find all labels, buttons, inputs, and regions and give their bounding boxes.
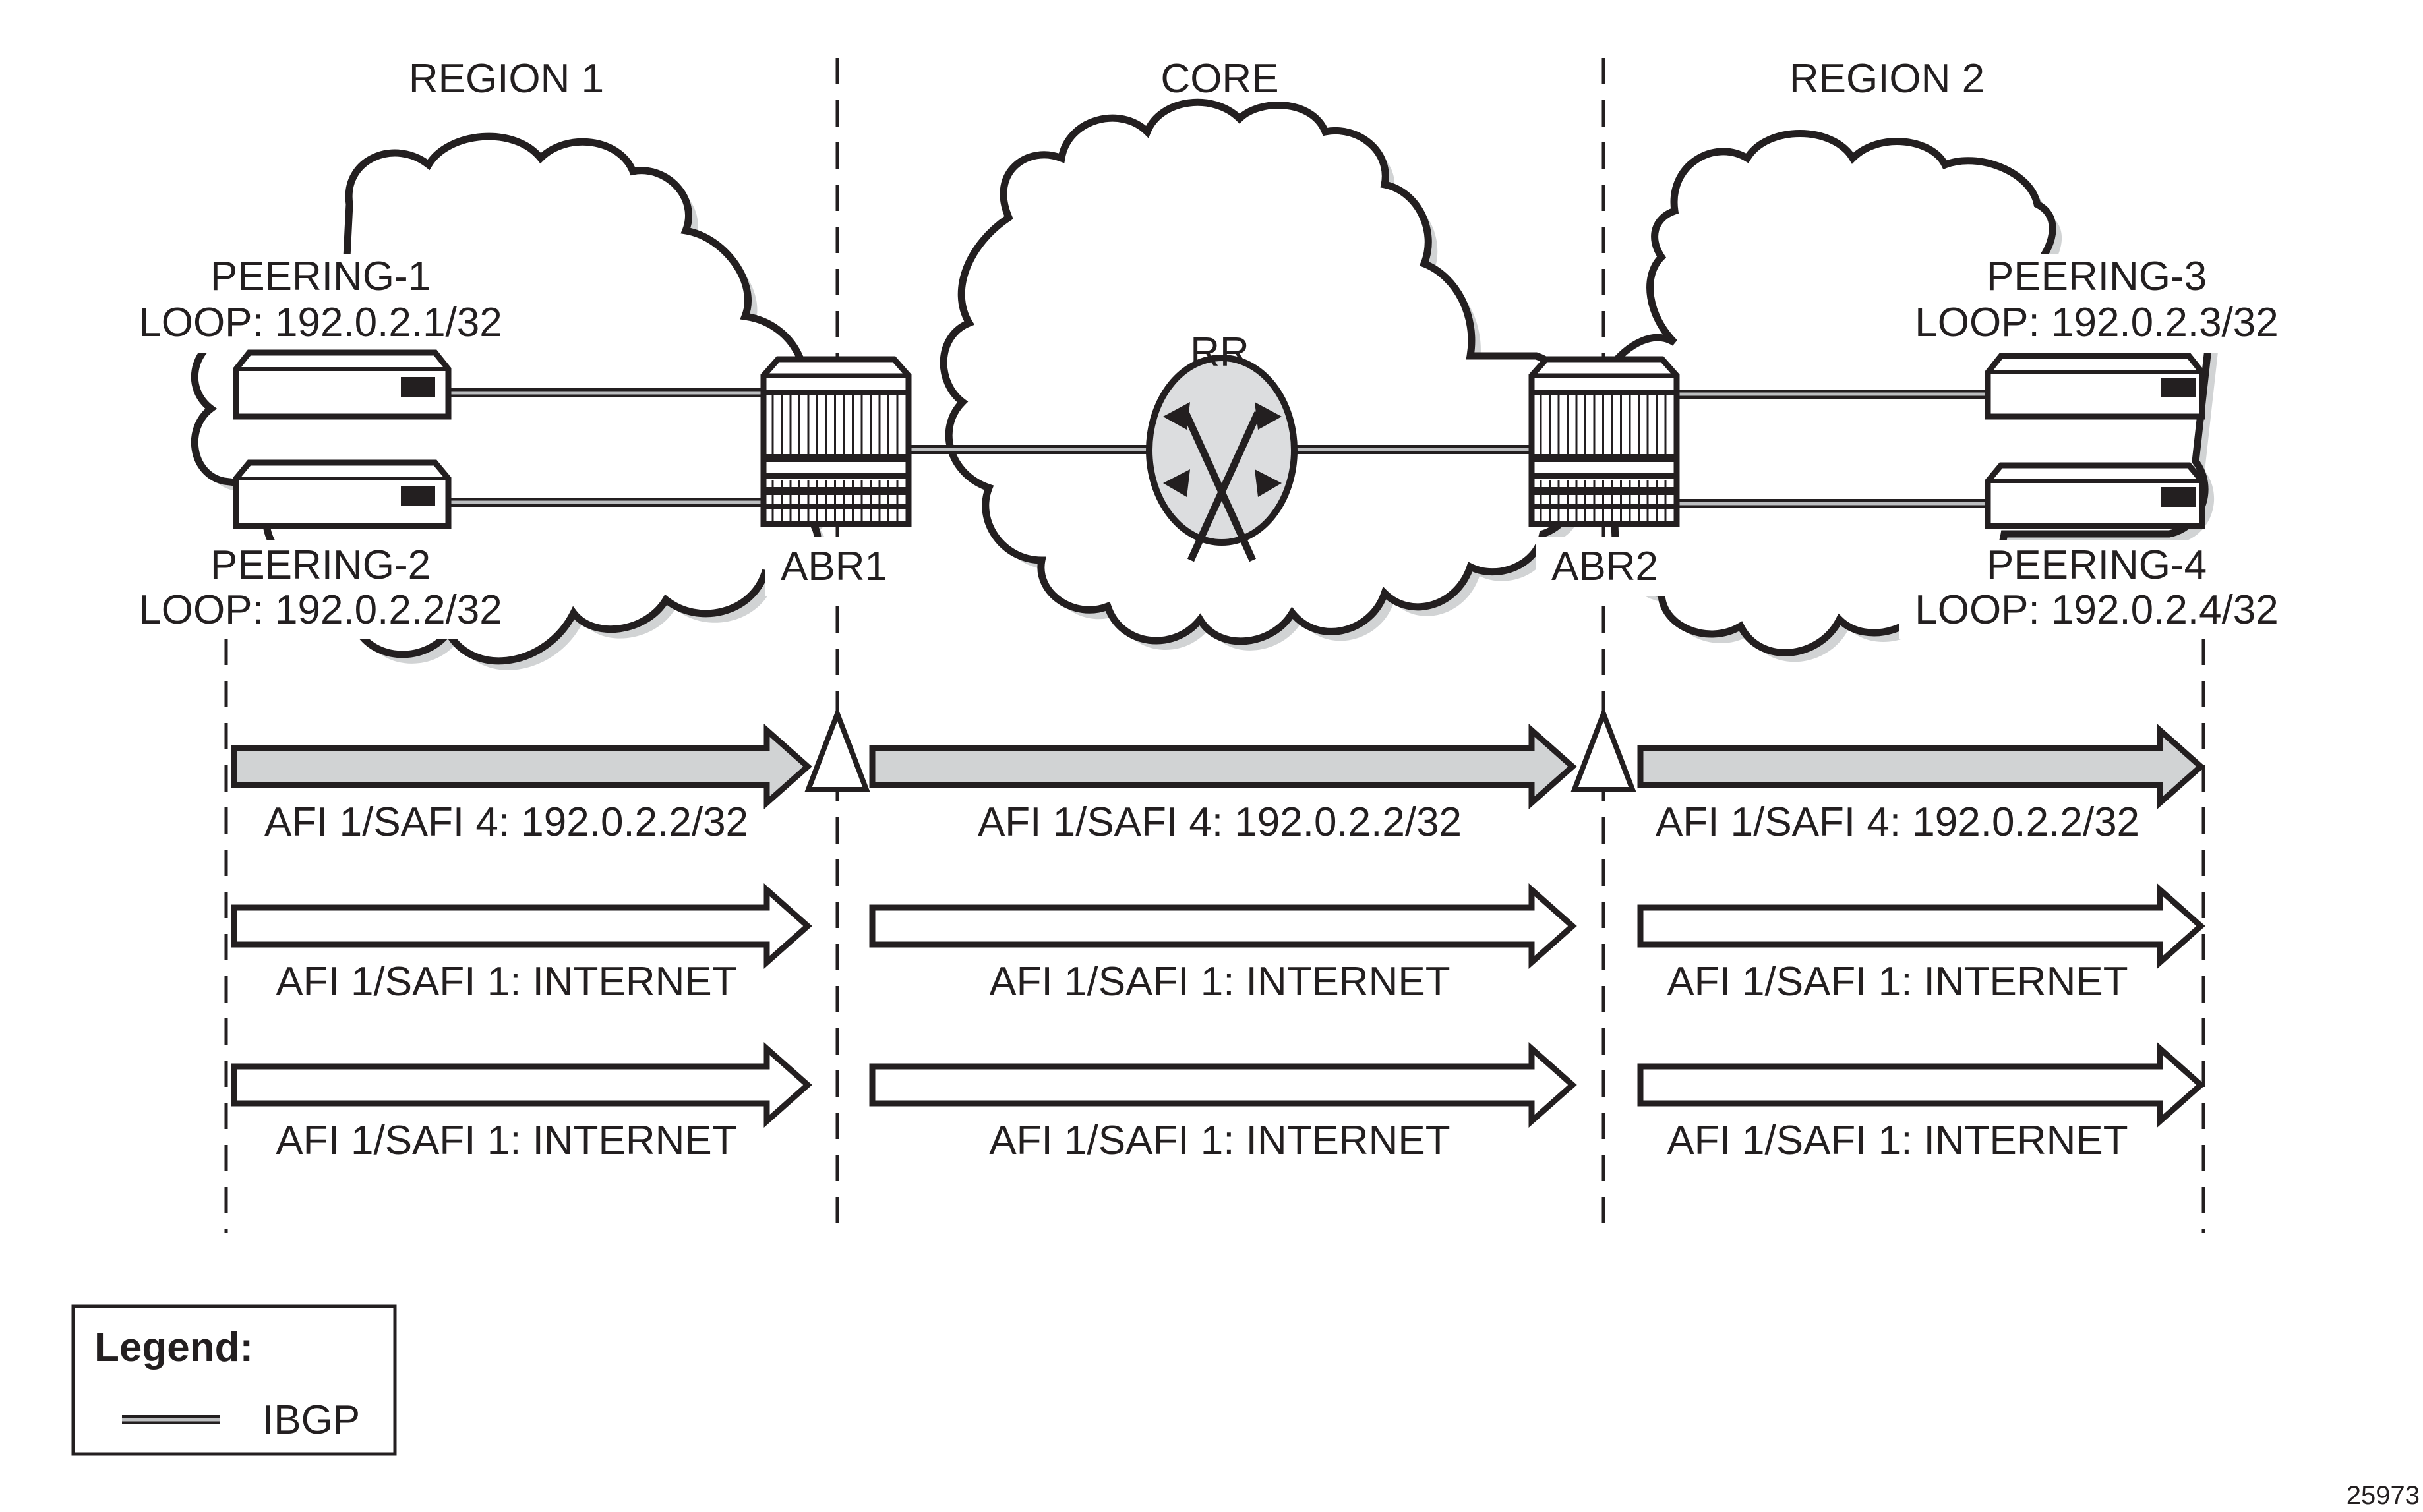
flow-arrow-labeled-unicast	[1637, 723, 2205, 810]
flow-row-1: AFI 1/SAFI 4: 192.0.2.2/32 AFI 1/SAFI 4: …	[231, 706, 2205, 845]
rr-name: RR	[1190, 330, 1249, 375]
router-peering-3[interactable]	[1985, 353, 2205, 420]
flow-arrow-internet	[231, 1041, 812, 1128]
flow-arrow-labeled-unicast	[869, 723, 1577, 810]
flow-arrow-internet	[231, 883, 812, 970]
flow-arrow-internet	[869, 883, 1577, 970]
peering-3-name: PEERING-3	[1987, 254, 2207, 299]
router-peering-2[interactable]	[233, 459, 452, 529]
next-hop-self-triangle-icon	[1570, 706, 1636, 792]
router-abr1[interactable]	[760, 356, 912, 527]
abr2-name: ABR2	[1551, 544, 1658, 589]
region-label-core: CORE	[1160, 56, 1278, 102]
legend: Legend: IBGP	[71, 1304, 397, 1456]
flow-label: AFI 1/SAFI 1: INTERNET	[276, 959, 736, 1004]
router-rr[interactable]	[1146, 355, 1298, 562]
flow-row-3: AFI 1/SAFI 1: INTERNET AFI 1/SAFI 1: INTE…	[231, 1041, 2205, 1163]
flow-label: AFI 1/SAFI 1: INTERNET	[1667, 1118, 2128, 1163]
peering-2-loopback: LOOP: 192.0.2.2/32	[138, 587, 502, 633]
flow-label: AFI 1/SAFI 1: INTERNET	[989, 959, 1450, 1004]
peering-1-name: PEERING-1	[210, 254, 431, 299]
ibgp-sessions	[450, 388, 1988, 508]
flow-label: AFI 1/SAFI 1: INTERNET	[989, 1118, 1450, 1163]
abr1-name: ABR1	[781, 544, 887, 589]
rr-arrowheads	[1163, 402, 1282, 497]
flow-arrow-internet	[1637, 1041, 2205, 1128]
next-hop-self-triangle-icon	[804, 706, 870, 792]
flow-arrow-labeled-unicast	[231, 723, 812, 810]
router-peering-4[interactable]	[1985, 462, 2205, 529]
region-dividers	[224, 58, 2205, 1233]
route-flows: AFI 1/SAFI 4: 192.0.2.2/32 AFI 1/SAFI 4: …	[231, 706, 2205, 1163]
flow-label: AFI 1/SAFI 4: 192.0.2.2/32	[264, 800, 748, 845]
peering-4-name: PEERING-4	[1987, 542, 2207, 588]
legend-ibgp-label: IBGP	[262, 1397, 360, 1443]
flow-label: AFI 1/SAFI 4: 192.0.2.2/32	[978, 800, 1462, 845]
region-label-1: REGION 1	[409, 56, 604, 102]
flow-row-2: AFI 1/SAFI 1: INTERNET AFI 1/SAFI 1: INTE…	[231, 883, 2205, 1004]
legend-box	[71, 1304, 397, 1456]
figure-id: 25973	[2347, 1481, 2420, 1510]
peering-3-loopback: LOOP: 192.0.2.3/32	[1915, 300, 2279, 345]
peering-1-loopback: LOOP: 192.0.2.1/32	[138, 300, 502, 345]
flow-label: AFI 1/SAFI 1: INTERNET	[276, 1118, 736, 1163]
region-label-2: REGION 2	[1789, 56, 1985, 102]
flow-arrow-internet	[1637, 883, 2205, 970]
router-peering-1[interactable]	[233, 349, 452, 420]
legend-title: Legend:	[94, 1325, 253, 1370]
flow-label: AFI 1/SAFI 1: INTERNET	[1667, 959, 2128, 1004]
peering-4-loopback: LOOP: 192.0.2.4/32	[1915, 587, 2279, 633]
flow-arrow-internet	[869, 1041, 1577, 1128]
router-abr2[interactable]	[1528, 356, 1680, 527]
flow-label: AFI 1/SAFI 4: 192.0.2.2/32	[1656, 800, 2139, 845]
peering-2-name: PEERING-2	[210, 542, 431, 588]
